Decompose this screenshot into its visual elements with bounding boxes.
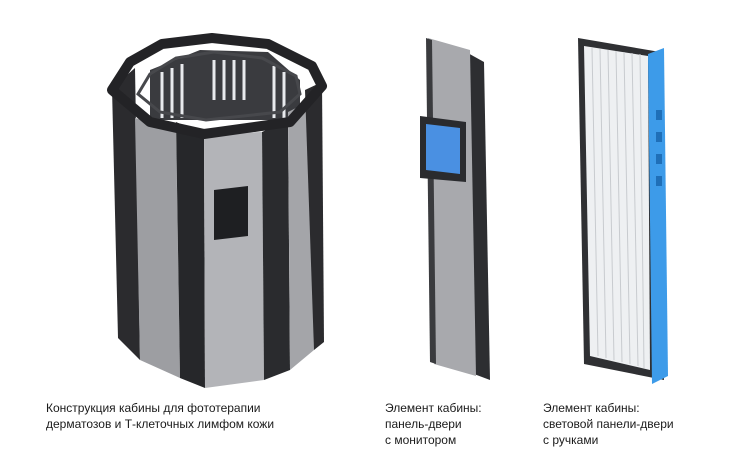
cabin-left-frame bbox=[112, 68, 140, 360]
cabin-right-frame bbox=[305, 82, 324, 350]
light-panel-blue-edge bbox=[648, 48, 668, 384]
cabin-left-panel bbox=[135, 118, 180, 378]
monitor-screen bbox=[426, 124, 460, 174]
light-panel-handles bbox=[656, 110, 662, 186]
cabin-front-panel bbox=[204, 132, 264, 388]
caption-monitor-panel: Элемент кабины: панель-двери с монитором bbox=[385, 400, 482, 448]
cabin-interior-lamps bbox=[160, 60, 286, 118]
cabin-monitor-window bbox=[214, 186, 248, 240]
caption-monitor-panel-line-3: с монитором bbox=[385, 433, 457, 447]
caption-monitor-panel-line-1: Элемент кабины: bbox=[385, 401, 482, 415]
caption-monitor-panel-line-2: панель-двери bbox=[385, 417, 462, 431]
caption-light-panel-line-3: с ручками bbox=[543, 433, 599, 447]
cabin-right-panel bbox=[288, 100, 314, 370]
caption-cabin: Конструкция кабины для фототерапии дерма… bbox=[46, 400, 274, 432]
cabin-illustration bbox=[107, 33, 327, 388]
cabin-post-left bbox=[176, 122, 205, 388]
caption-cabin-line-1: Конструкция кабины для фототерапии bbox=[46, 401, 261, 415]
caption-light-panel-line-2: световой панели-двери bbox=[543, 417, 674, 431]
caption-light-panel: Элемент кабины: световой панели-двери с … bbox=[543, 400, 674, 448]
light-panel-tubes bbox=[591, 47, 645, 369]
caption-cabin-line-2: дерматозов и Т-клеточных лимфом кожи bbox=[46, 417, 275, 431]
cabin-post-right bbox=[262, 120, 290, 380]
monitor-panel-illustration bbox=[420, 38, 490, 380]
cabin-top-ring-inner bbox=[136, 50, 302, 122]
cabin-top-ring bbox=[107, 33, 327, 139]
light-panel-illustration bbox=[578, 38, 668, 384]
monitor-panel-frame bbox=[466, 52, 490, 380]
caption-light-panel-line-1: Элемент кабины: bbox=[543, 401, 640, 415]
